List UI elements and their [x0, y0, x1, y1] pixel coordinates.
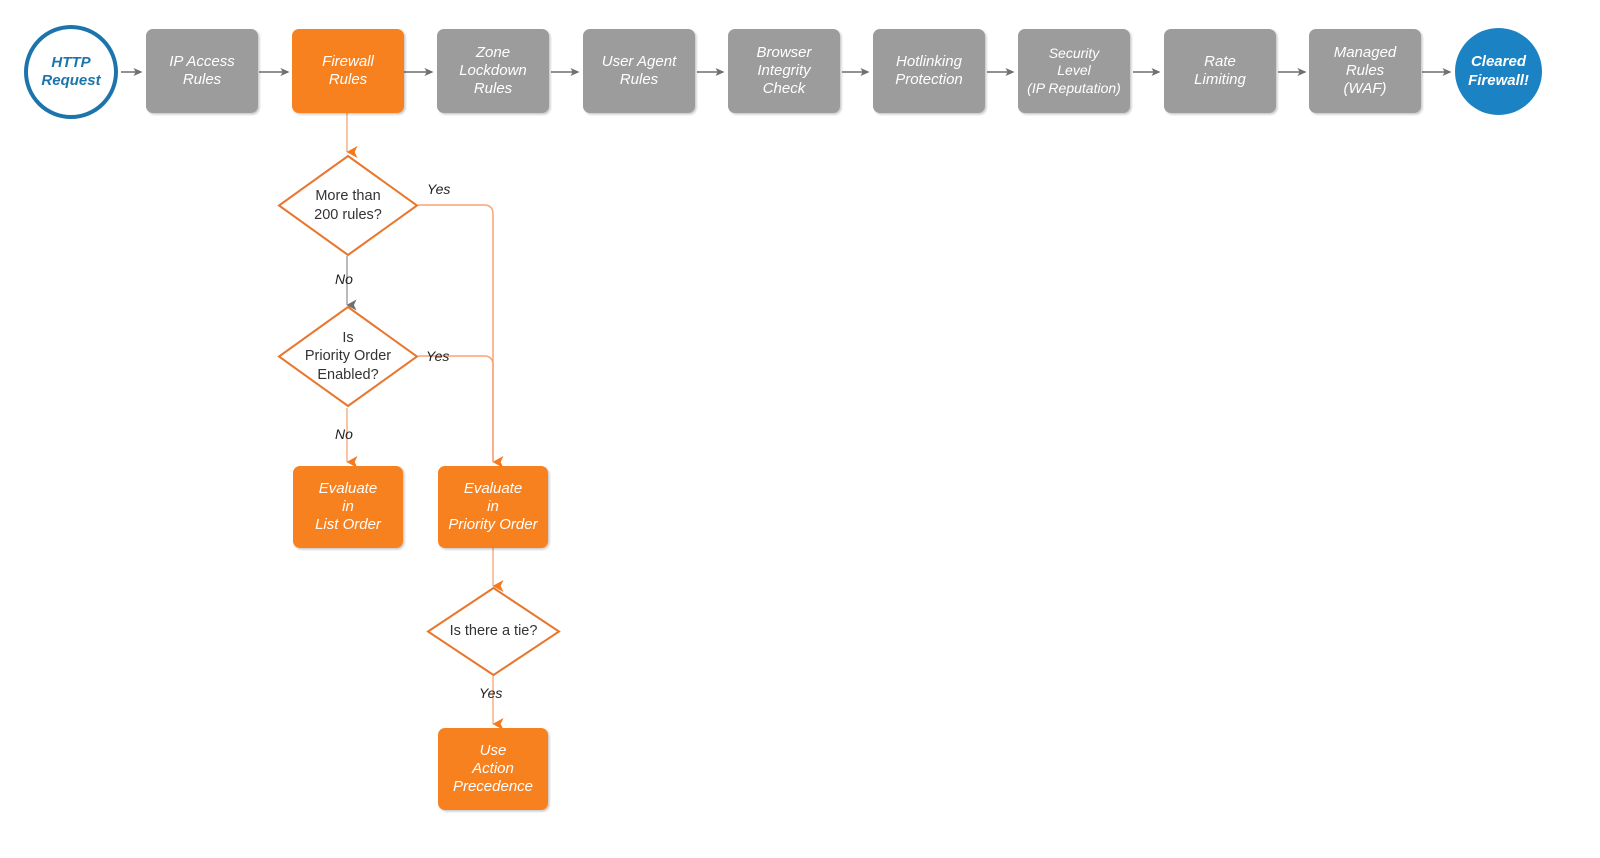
- node-evaluate-in-priority-order[interactable]: Evaluate in Priority Order: [438, 466, 548, 548]
- node-security-level[interactable]: Security Level (IP Reputation): [1018, 29, 1130, 113]
- node-rate-limiting-label: Rate Limiting: [1194, 52, 1246, 88]
- node-zone-lockdown-rules[interactable]: Zone Lockdown Rules: [437, 29, 549, 113]
- node-ip-access-rules[interactable]: IP Access Rules: [146, 29, 258, 113]
- decision-more-than-200-rules-label: More than 200 rules?: [314, 188, 382, 223]
- node-user-agent-rules-label: User Agent Rules: [601, 52, 677, 88]
- edge-more-than-200-yes: [418, 204, 504, 468]
- edge-label-priority-order-no: No: [335, 426, 353, 442]
- node-use-action-precedence-label: Use Action Precedence: [452, 741, 534, 796]
- decision-is-there-a-tie-label: Is there a tie?: [449, 623, 538, 640]
- node-evaluate-in-priority-order-label: Evaluate in Priority Order: [448, 479, 538, 534]
- node-browser-integrity-check[interactable]: Browser Integrity Check: [728, 29, 840, 113]
- node-managed-rules-waf[interactable]: Managed Rules (WAF): [1309, 29, 1421, 113]
- node-http-request[interactable]: HTTP Request: [24, 25, 118, 119]
- edge-priority-order-yes: [418, 355, 494, 462]
- node-browser-integrity-check-label: Browser Integrity Check: [756, 43, 812, 98]
- edge-label-priority-order-yes: Yes: [426, 348, 450, 364]
- decision-priority-order-enabled-label: Is Priority Order Enabled?: [304, 330, 392, 383]
- decision-more-than-200-rules-shape: [277, 154, 419, 257]
- node-ip-access-rules-label: IP Access Rules: [169, 52, 235, 88]
- node-cleared-firewall-label: Cleared Firewall!: [1468, 53, 1529, 89]
- node-zone-lockdown-rules-label: Zone Lockdown Rules: [459, 43, 527, 98]
- edge-label-more-than-200-no: No: [335, 271, 353, 287]
- node-managed-rules-waf-label: Managed Rules (WAF): [1333, 43, 1397, 98]
- node-firewall-rules[interactable]: Firewall Rules: [292, 29, 404, 113]
- decision-is-there-a-tie[interactable]: Is there a tie?: [426, 586, 561, 677]
- decision-priority-order-enabled[interactable]: Is Priority Order Enabled?: [277, 305, 419, 408]
- node-firewall-rules-label: Firewall Rules: [322, 52, 374, 88]
- node-cleared-firewall[interactable]: Cleared Firewall!: [1455, 28, 1542, 115]
- node-use-action-precedence[interactable]: Use Action Precedence: [438, 728, 548, 810]
- edge-label-tie-yes: Yes: [479, 685, 503, 701]
- node-evaluate-in-list-order[interactable]: Evaluate in List Order: [293, 466, 403, 548]
- node-hotlinking-protection[interactable]: Hotlinking Protection: [873, 29, 985, 113]
- decision-priority-order-enabled-shape: [277, 305, 419, 408]
- node-security-level-label: Security Level (IP Reputation): [1027, 45, 1121, 96]
- node-evaluate-in-list-order-label: Evaluate in List Order: [315, 479, 381, 534]
- edge-label-more-than-200-yes: Yes: [427, 181, 451, 197]
- node-hotlinking-protection-label: Hotlinking Protection: [895, 52, 963, 88]
- decision-is-there-a-tie-shape: [426, 586, 561, 677]
- decision-more-than-200-rules[interactable]: More than 200 rules?: [277, 154, 419, 257]
- node-rate-limiting[interactable]: Rate Limiting: [1164, 29, 1276, 113]
- node-user-agent-rules[interactable]: User Agent Rules: [583, 29, 695, 113]
- node-http-request-label: HTTP Request: [41, 53, 101, 89]
